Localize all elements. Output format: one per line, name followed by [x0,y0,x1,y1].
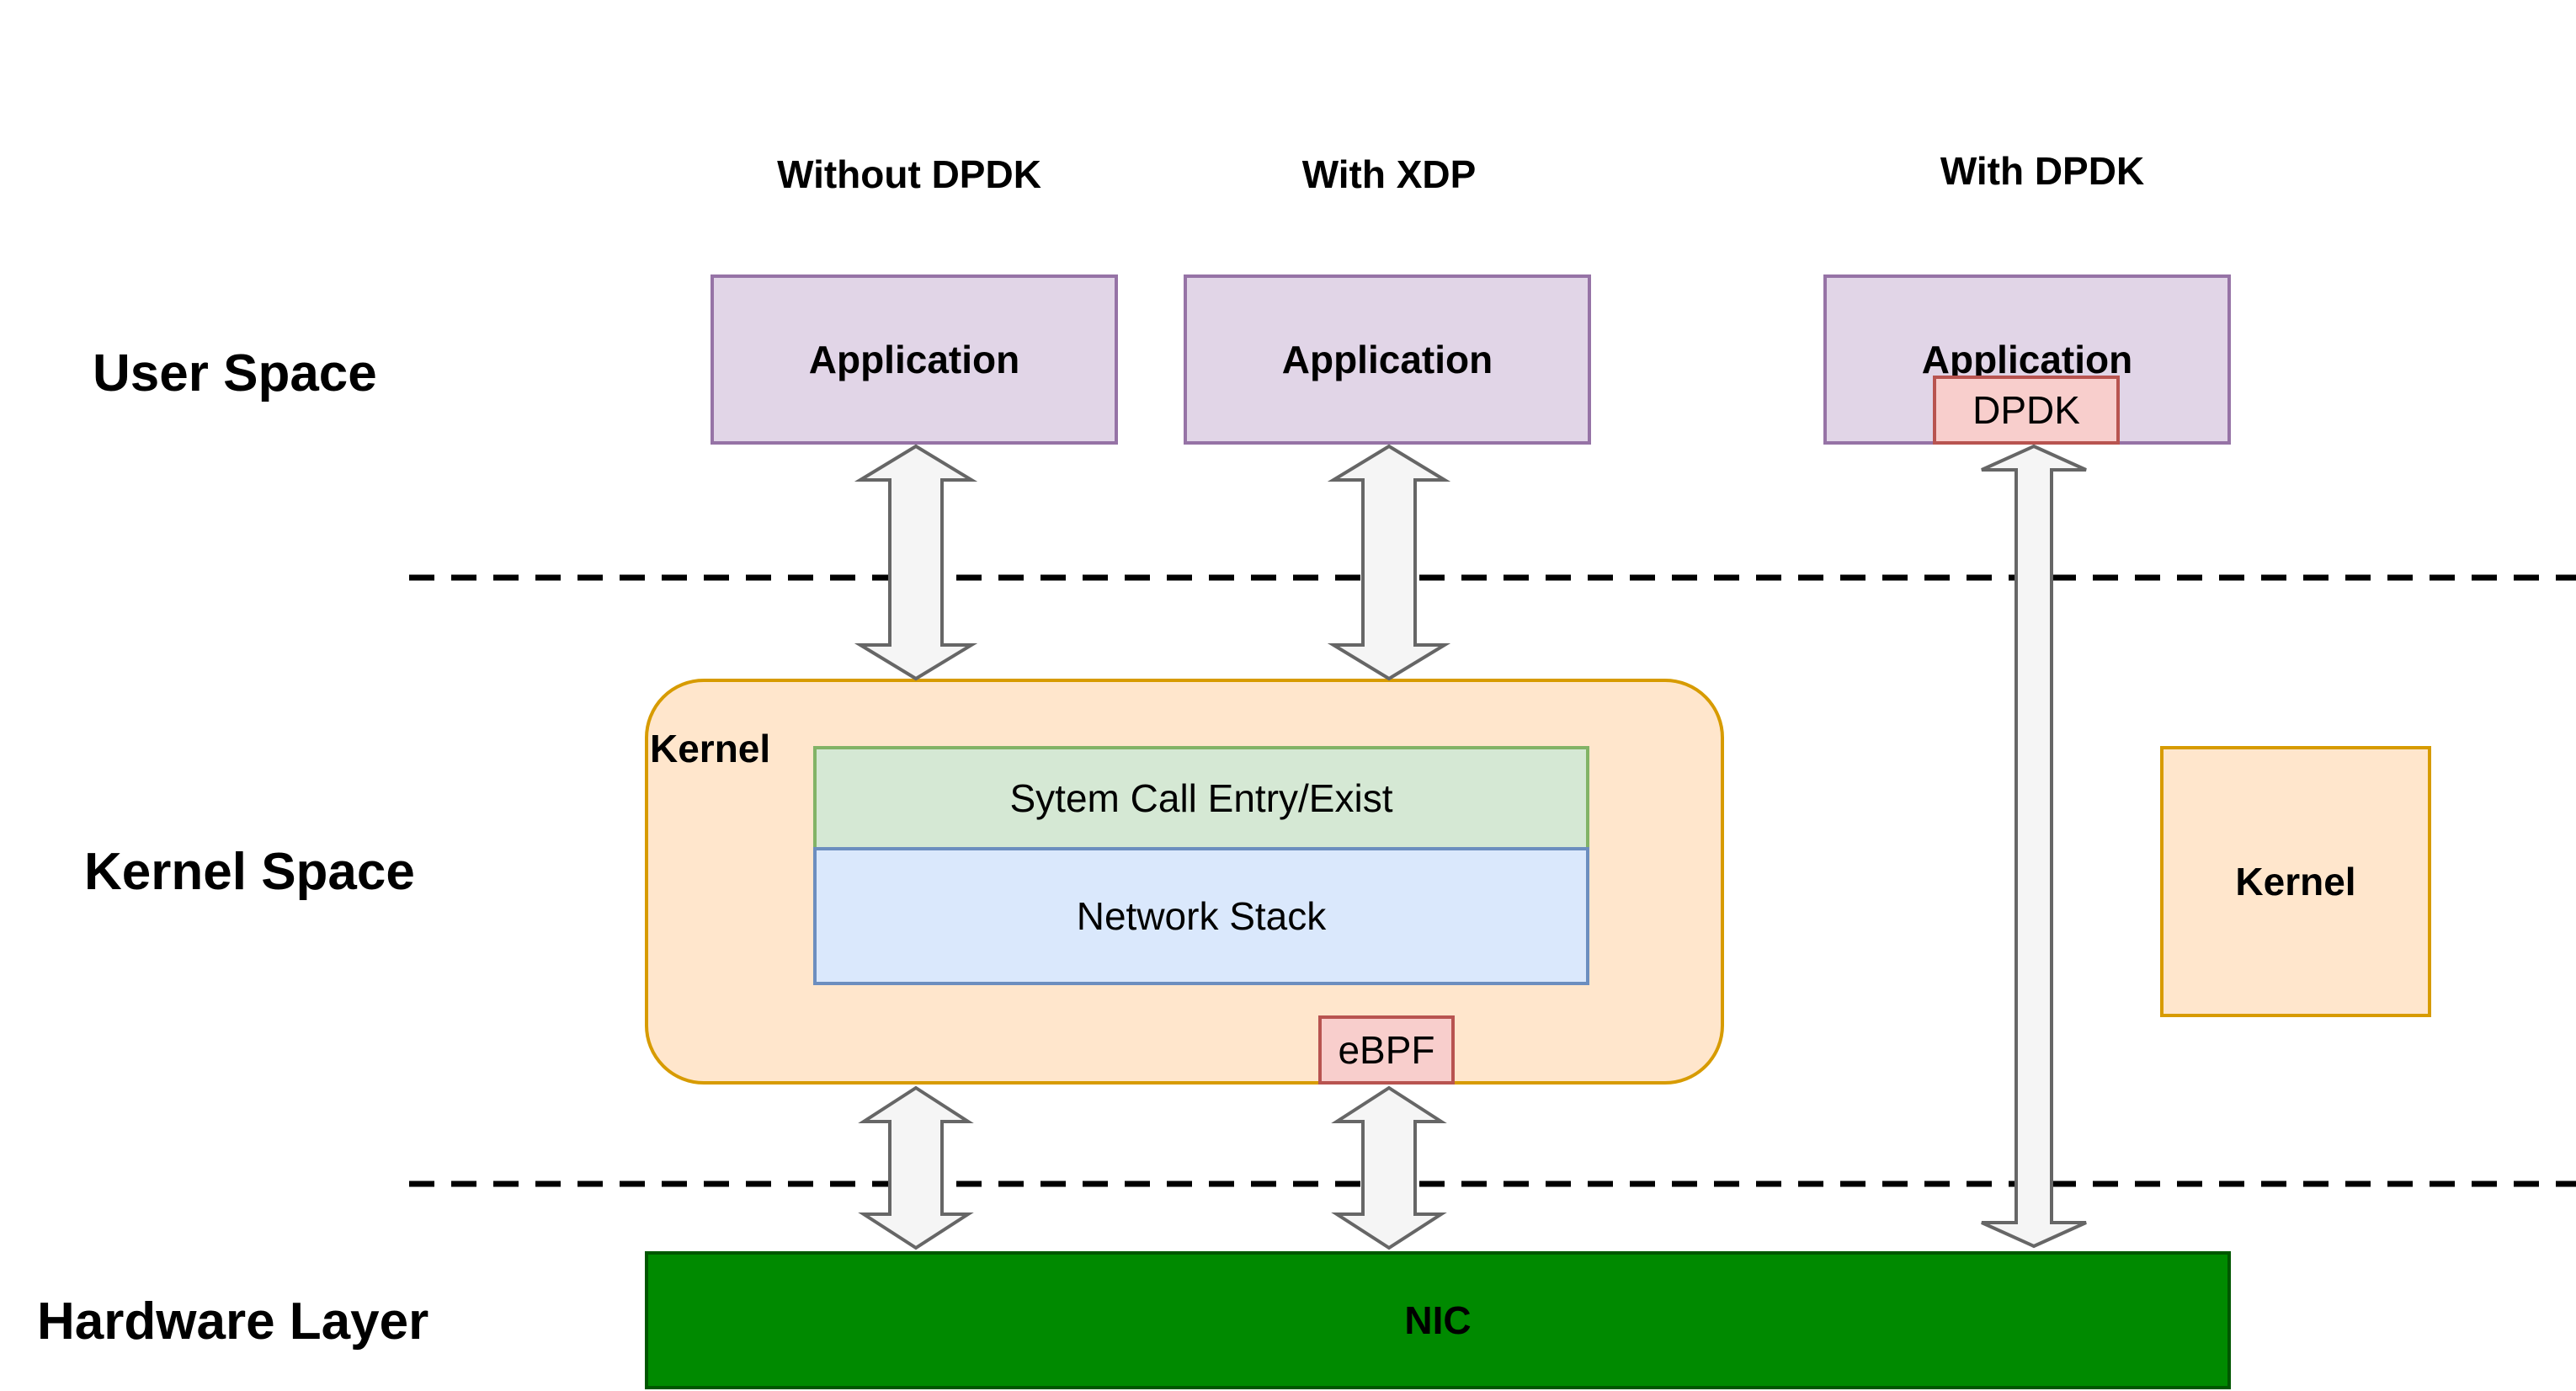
kernel-container-label: Kernel [650,727,771,770]
syscall-entry-exit-box: Sytem Call Entry/Exist [813,746,1589,850]
user-space-label: User Space [93,344,377,402]
network-stack-box: Network Stack [813,847,1589,985]
arrow-ebpf-to-nic-with-xdp [1331,1085,1447,1250]
heading-with-dpdk: With DPDK [1940,149,2145,193]
ebpf-box: eBPF [1318,1015,1455,1085]
hardware-layer-label: Hardware Layer [37,1292,429,1351]
arrow-app-to-kernel-with-xdp [1327,444,1451,681]
arrow-app-to-nic-with-dpdk [1981,444,2087,1249]
dpdk-box: DPDK [1933,376,2120,445]
application-box-without-dpdk: Application [711,274,1118,445]
arrow-kernel-to-nic-without-dpdk [858,1085,974,1250]
kernel-space-label: Kernel Space [84,843,415,901]
kernel-box-bypassed: Kernel [2160,746,2431,1017]
nic-box: NIC [645,1251,2231,1389]
heading-without-dpdk: Without DPDK [777,152,1041,196]
arrow-app-to-kernel-without-dpdk [854,444,978,681]
application-box-with-xdp: Application [1184,274,1591,445]
heading-with-xdp: With XDP [1301,152,1477,196]
